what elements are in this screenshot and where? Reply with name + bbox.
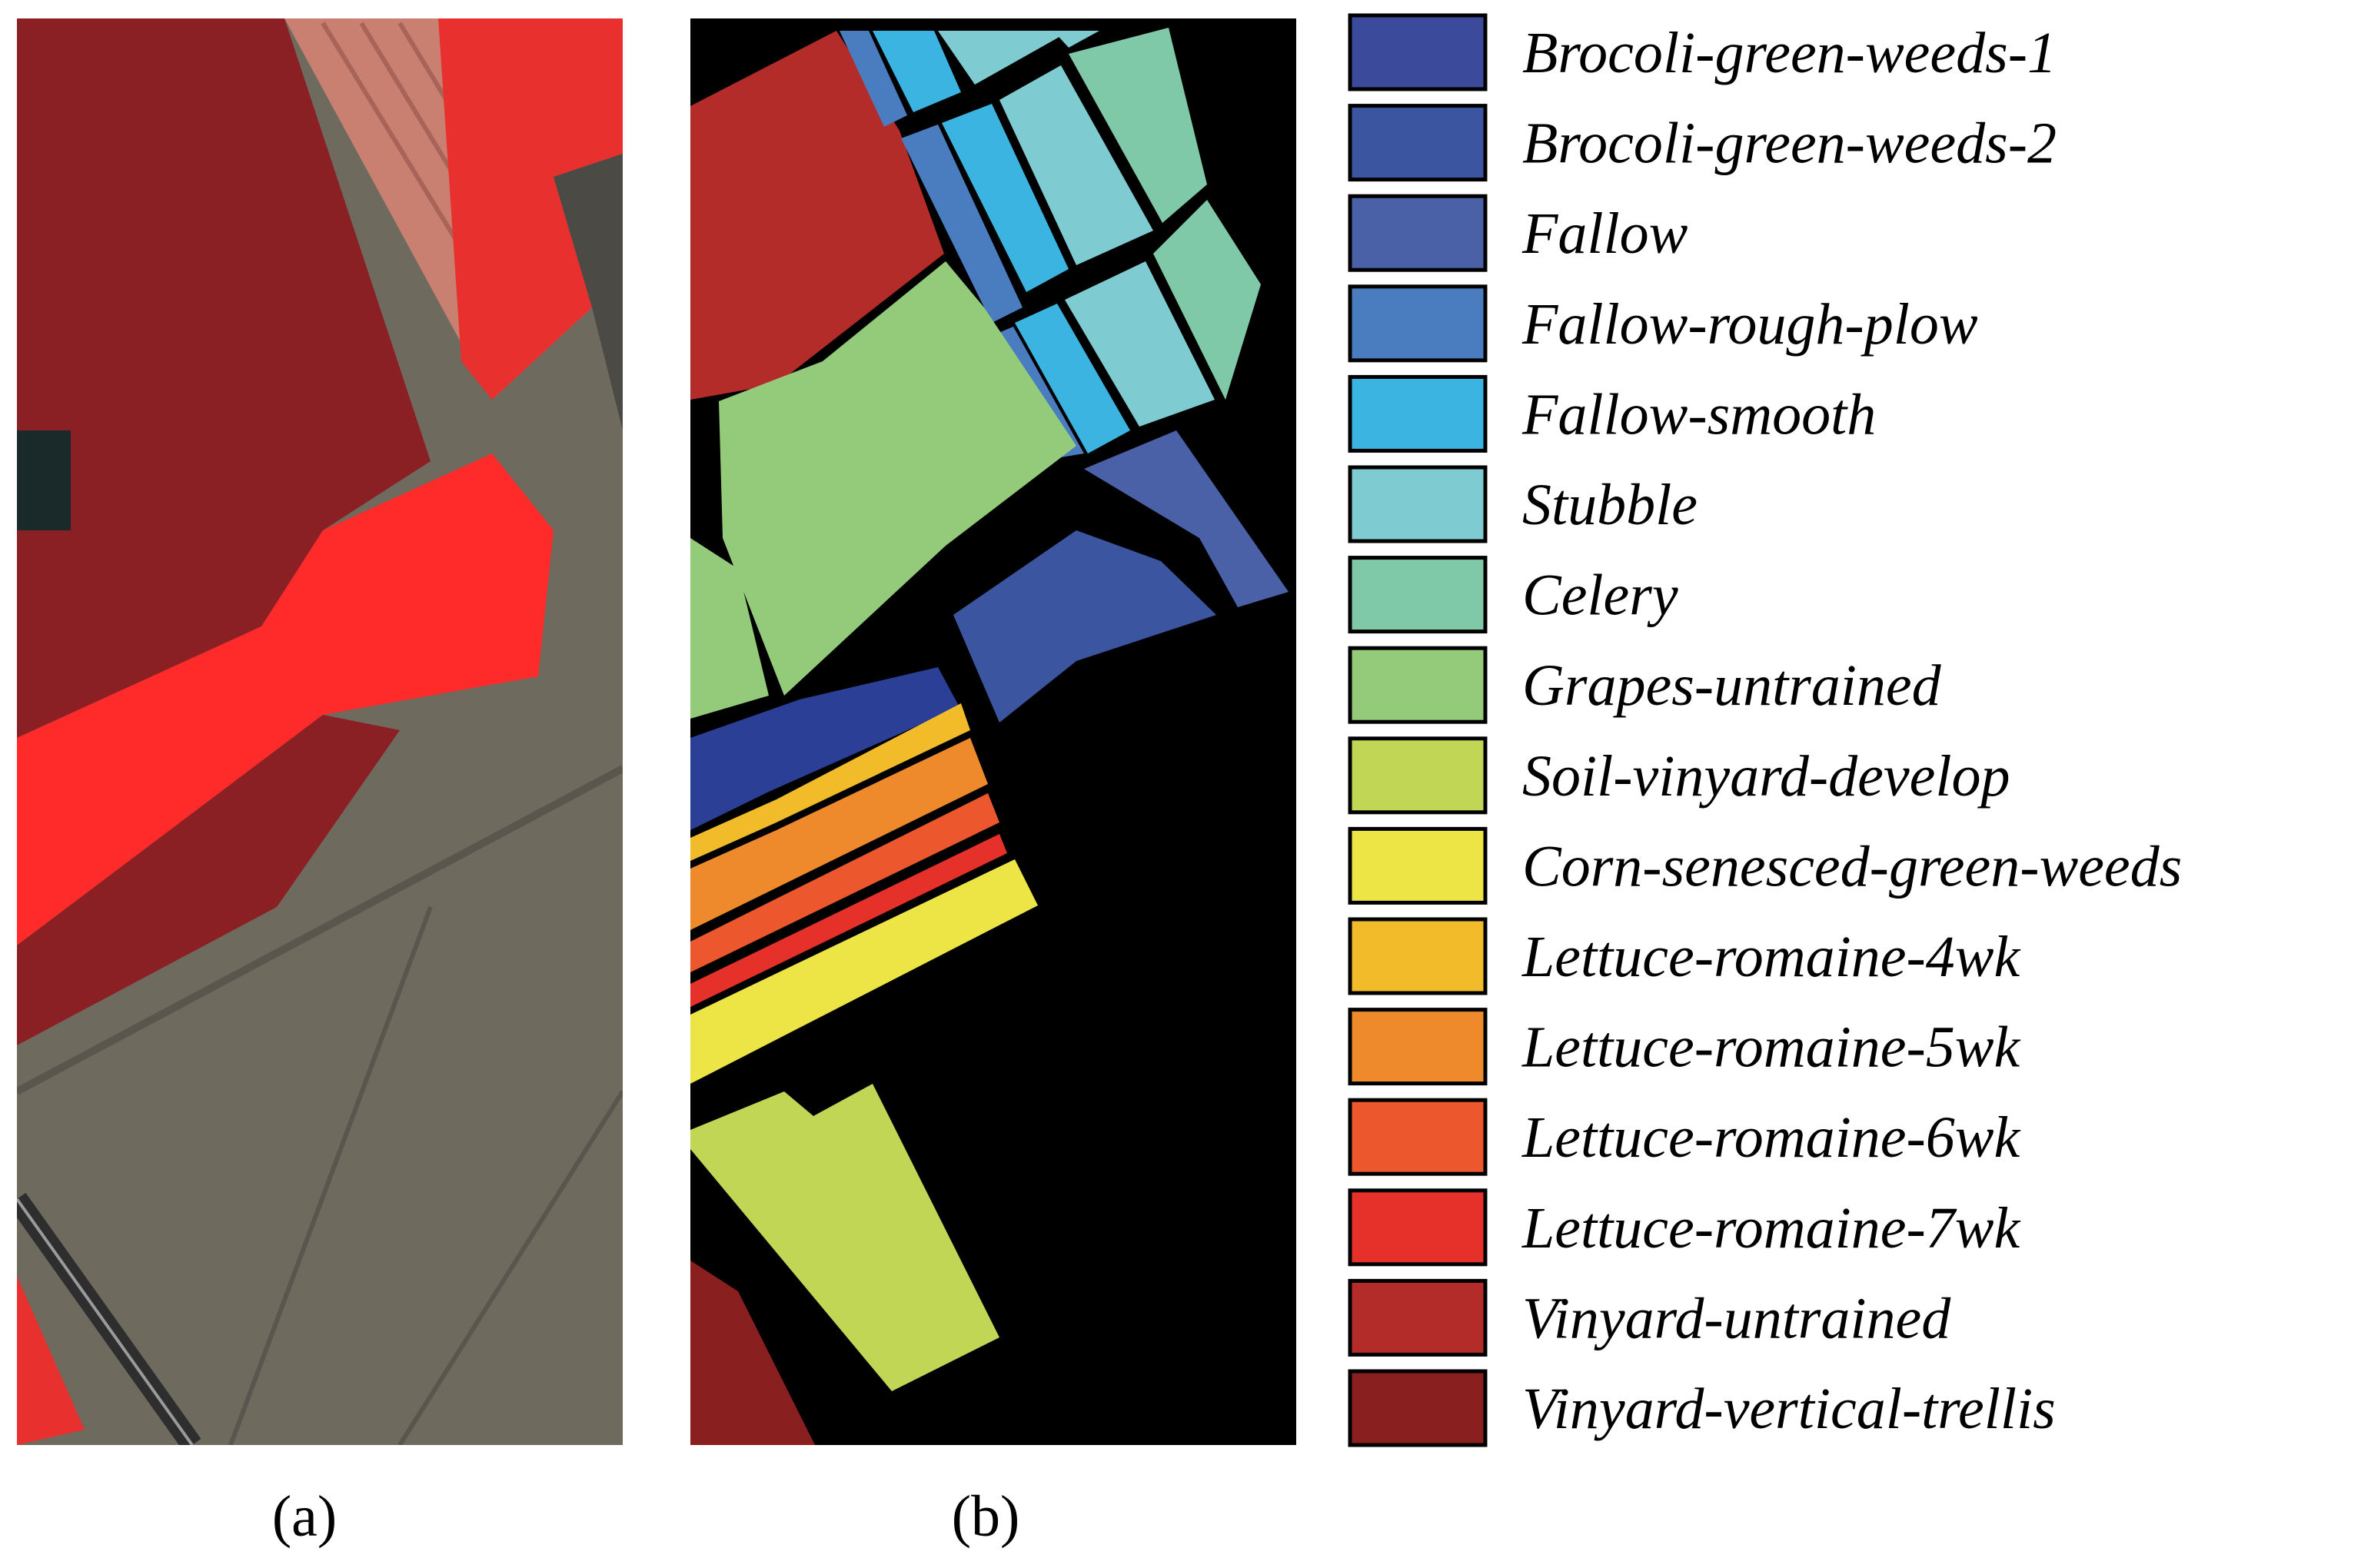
region-fallow-smooth-low bbox=[1015, 304, 1130, 453]
panel-label-b: (b) bbox=[952, 1484, 1020, 1549]
region-lettuce-romaine-7wk bbox=[690, 834, 1007, 1007]
field-bright-red-top-right bbox=[438, 18, 623, 400]
panel-label-a: (a) bbox=[272, 1484, 337, 1549]
region-fallow-smooth-top bbox=[873, 31, 961, 112]
legend-label: Brocoli-green-weeds-2 bbox=[1522, 111, 2057, 176]
region-fallow-rough-plow-mid bbox=[901, 125, 1023, 323]
ground-truth-map bbox=[690, 18, 1296, 1445]
legend-label: Corn-senesced-green-weeds bbox=[1522, 834, 2182, 899]
region-fallow-smooth-mid bbox=[942, 104, 1069, 292]
legend-label: Lettuce-romaine-7wk bbox=[1521, 1196, 2020, 1261]
legend-swatch bbox=[1348, 736, 1488, 815]
legend-swatch bbox=[1348, 1278, 1488, 1357]
field-bright-red-middle bbox=[17, 453, 554, 945]
field-dark-red-lower bbox=[17, 715, 400, 1045]
region-stubble-low bbox=[1065, 261, 1215, 427]
legend-swatch bbox=[1348, 1098, 1488, 1176]
false-color-image bbox=[17, 18, 623, 1445]
region-vinyard-vertical-trellis bbox=[690, 1261, 815, 1445]
region-grapes-untrained bbox=[719, 261, 1076, 696]
region-lettuce-romaine-5wk bbox=[690, 738, 988, 930]
region-brocoli-green-weeds-1 bbox=[690, 667, 959, 830]
legend-swatch bbox=[1348, 646, 1488, 724]
legend-label: Grapes-untrained bbox=[1522, 653, 1942, 718]
region-corn-senesced-green-weeds bbox=[690, 859, 1038, 1084]
legend-swatch bbox=[1348, 465, 1488, 543]
legend-swatch bbox=[1348, 194, 1488, 272]
field-dark-top-right bbox=[554, 154, 623, 430]
legend: Brocoli-green-weeds-1Brocoli-green-weeds… bbox=[1348, 13, 2182, 1447]
legend-swatch bbox=[1348, 104, 1488, 182]
region-fallow bbox=[1084, 430, 1289, 607]
legend-swatch bbox=[1348, 556, 1488, 634]
region-stubble-top bbox=[938, 31, 1059, 85]
legend-label: Fallow-rough-plow bbox=[1521, 292, 1978, 357]
region-stubble-mid bbox=[999, 65, 1153, 265]
legend-label: Fallow-smooth bbox=[1521, 382, 1876, 447]
region-grapes-untrained-left bbox=[690, 538, 769, 719]
region-celery-low bbox=[1153, 200, 1261, 400]
legend-label: Fallow bbox=[1521, 201, 1688, 266]
legend-swatch bbox=[1348, 13, 1488, 91]
legend-swatch bbox=[1348, 374, 1488, 453]
field-bright-red-bottom-left bbox=[17, 1276, 85, 1445]
legend-swatch bbox=[1348, 917, 1488, 995]
region-lettuce-romaine-4wk bbox=[690, 703, 970, 861]
legend-label: Brocoli-green-weeds-1 bbox=[1522, 21, 2057, 85]
region-brocoli-green-weeds-2 bbox=[953, 530, 1216, 723]
region-stubble-small bbox=[1053, 31, 1099, 48]
region-fallow-rough-plow-top bbox=[840, 31, 907, 127]
legend-label: Soil-vinyard-develop bbox=[1522, 744, 2010, 809]
legend-swatch bbox=[1348, 1008, 1488, 1086]
legend-label: Lettuce-romaine-5wk bbox=[1521, 1015, 2020, 1080]
pond bbox=[17, 430, 71, 530]
field-dark-red-top-left bbox=[17, 18, 431, 738]
legend-label: Vinyard-vertical-trellis bbox=[1522, 1377, 2056, 1441]
legend-label: Vinyard-untrained bbox=[1522, 1286, 1951, 1350]
region-vinyard-untrained-top bbox=[690, 31, 944, 400]
region-celery-top bbox=[1069, 28, 1207, 223]
legend-label: Stubble bbox=[1522, 473, 1698, 537]
legend-swatch bbox=[1348, 1369, 1488, 1447]
legend-swatch bbox=[1348, 284, 1488, 363]
region-soil-vinyard-develop bbox=[690, 1084, 999, 1391]
legend-label: Lettuce-romaine-4wk bbox=[1521, 925, 2020, 989]
region-lettuce-romaine-6wk bbox=[690, 793, 999, 972]
legend-label: Celery bbox=[1522, 563, 1678, 628]
legend-swatch bbox=[1348, 826, 1488, 905]
legend-label: Lettuce-romaine-6wk bbox=[1521, 1105, 2020, 1170]
legend-swatch bbox=[1348, 1188, 1488, 1267]
